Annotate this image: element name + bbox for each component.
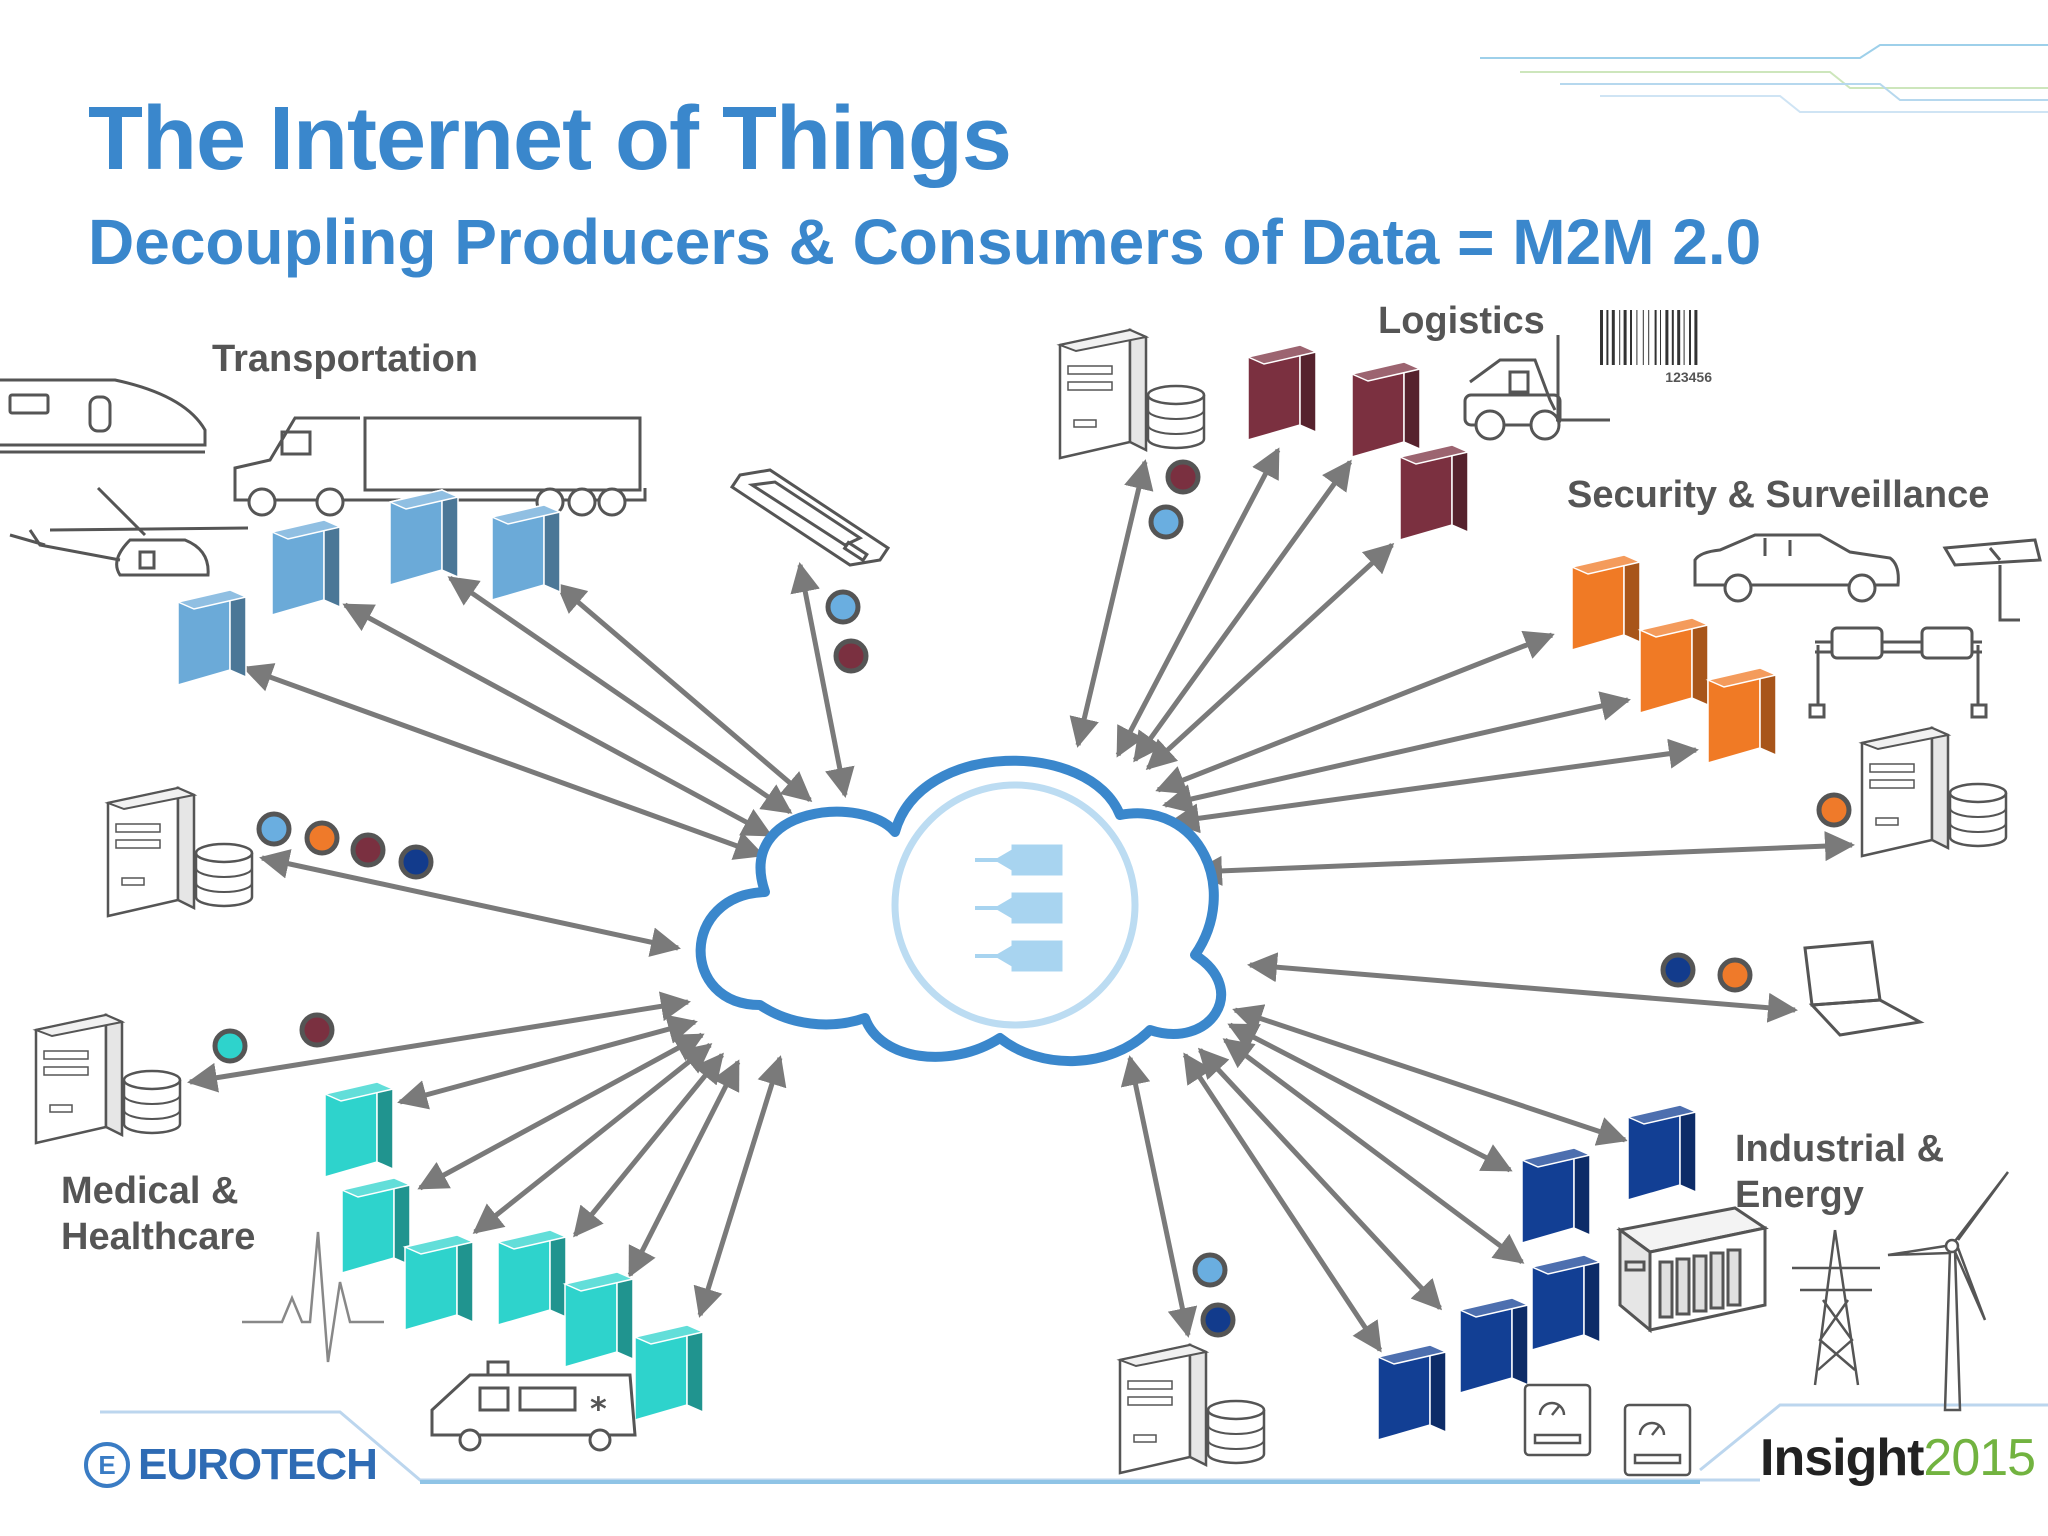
eurotech-mark-icon: E [84,1442,130,1488]
data-dot [256,811,292,847]
pylon-icon [1792,1229,1880,1386]
camera-icon [1942,538,2042,622]
data-cube [1625,1103,1699,1201]
label-industrial: Industrial &Energy [1735,1128,1945,1216]
train-icon [0,378,207,454]
insight-wordmark: Insight [1760,1429,1924,1487]
data-dot [833,638,869,674]
data-dot [299,1012,335,1048]
truck-icon [233,416,647,517]
server-icon [34,1013,182,1145]
server-icon [106,786,254,918]
label-transportation: Transportation [212,338,479,380]
data-cube [387,488,461,586]
phone-icon [729,468,891,567]
gantry-icon [1808,626,1988,719]
data-dot [1660,952,1696,988]
slide-title: The Internet of Things [88,89,1012,189]
car-icon [1693,533,1900,603]
insight-logo: Insight2015 [1760,1428,2036,1488]
data-cube [322,1080,396,1178]
data-dot [398,844,434,880]
helicopter-icon [9,486,249,577]
label-security: Security & Surveillance [1567,474,1990,516]
data-cube [339,1176,413,1274]
data-dot [304,820,340,856]
svg-text:*: * [590,1390,607,1428]
broker-icon [975,844,1063,972]
label-logistics: Logistics [1378,300,1545,342]
forklift-icon [1463,335,1610,441]
eurotech-logo: E EUROTECH [84,1440,378,1490]
data-cube [489,503,563,601]
data-cube [402,1233,476,1331]
data-dots [212,459,1852,1338]
data-dot [1165,459,1201,495]
server-icon [1118,1343,1266,1475]
data-cube [1519,1146,1593,1244]
data-dot [1200,1302,1236,1338]
data-cube [1397,443,1471,541]
connection-arrows [187,447,1855,1353]
data-cube [1375,1343,1449,1441]
label-medical: Medical &Healthcare [61,1170,256,1258]
data-cube [269,518,343,616]
data-cube [1349,360,1423,458]
data-dot [212,1028,248,1064]
barcode-icon [1600,310,1698,365]
server-icon [1860,726,2008,858]
transportation-cubes [175,488,563,686]
ecg-icon [242,1231,384,1363]
header-lines [1480,44,2048,113]
data-cube [562,1270,636,1368]
logistics-cubes [1245,343,1471,541]
data-cube [1569,553,1643,651]
data-cube [1245,343,1319,441]
meter-icon [1523,1383,1692,1477]
data-dot [350,832,386,868]
data-cube [1529,1253,1603,1351]
data-cube [632,1323,706,1421]
wind-turbine-icon [1887,1171,2010,1412]
data-cube [1637,616,1711,714]
medical-cubes [322,1080,706,1421]
laptop-icon [1803,940,1925,1037]
barcode-number: 123456 [1665,369,1712,385]
eurotech-wordmark: EUROTECH [138,1440,378,1489]
security-cubes [1569,553,1779,764]
slide-subtitle: Decoupling Producers & Consumers of Data… [88,206,1762,278]
data-dot [1717,957,1753,993]
data-dot [1148,504,1184,540]
server-icon [1058,328,1206,460]
data-dot [1192,1252,1228,1288]
ambulance-icon: * [430,1360,637,1452]
data-cube [175,588,249,686]
footer-lines [100,1403,2048,1484]
data-cube [1457,1296,1531,1394]
data-dot [1816,792,1852,828]
data-cube [1705,666,1779,764]
industrial-cubes [1375,1103,1699,1441]
rack-icon [1616,1206,1769,1334]
data-cube [495,1228,569,1326]
insight-year: 2015 [1923,1429,2036,1487]
data-dot [825,589,861,625]
